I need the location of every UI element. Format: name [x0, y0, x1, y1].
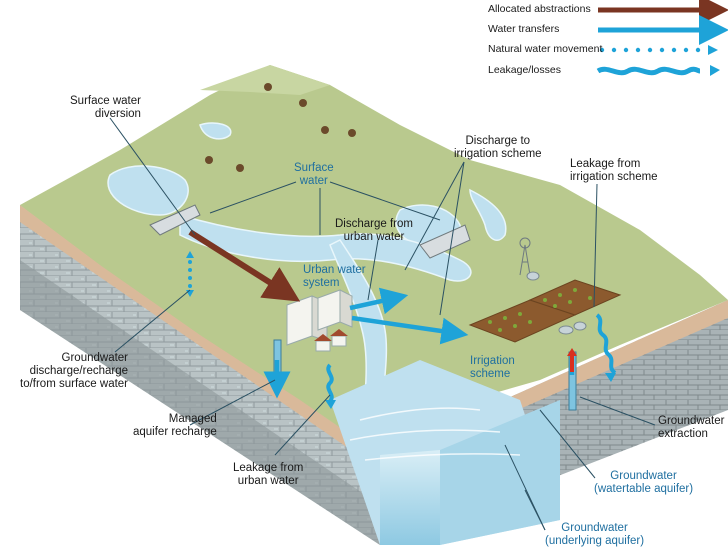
trees — [205, 83, 356, 172]
urban-buildings — [286, 289, 353, 352]
dam-left — [149, 204, 201, 236]
irrigation-fields — [468, 279, 622, 343]
dam-right — [419, 224, 471, 259]
legend-natural-label: Natural water movement — [488, 43, 603, 55]
leader-lines — [109, 117, 656, 531]
label-groundwater-watertable: Groundwater(watertable aquifer) — [594, 470, 694, 495]
leakage-arrows — [326, 313, 617, 403]
legend-allocated-label: Allocated abstractions — [488, 3, 591, 15]
legend-leakage-label: Leakage/losses — [488, 64, 561, 76]
legend-symbols — [596, 0, 728, 76]
allocated-abstraction-arrow — [188, 229, 301, 302]
windmill — [519, 237, 531, 276]
label-groundwater-underlying: Groundwater(underlying aquifer) — [545, 522, 645, 547]
legend-transfers-label: Water transfers — [488, 23, 560, 35]
